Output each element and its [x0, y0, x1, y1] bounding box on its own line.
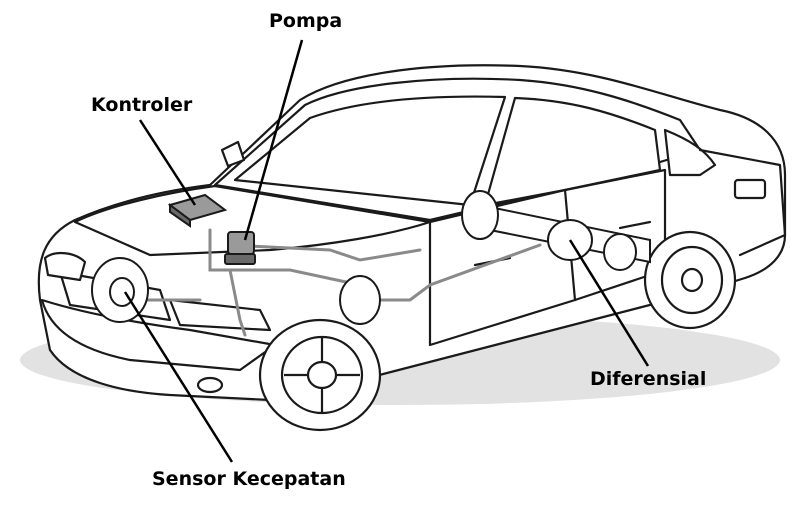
rear-wheel	[643, 230, 737, 330]
front-wheel	[258, 318, 382, 432]
label-sensor-kecepatan: Sensor Kecepatan	[152, 468, 346, 490]
car-body	[37, 64, 787, 402]
leader-pompa	[243, 39, 304, 241]
pump-module	[224, 231, 256, 265]
label-pompa: Pompa	[269, 10, 343, 32]
label-diferensial: Diferensial	[590, 368, 707, 390]
leader-kontroler	[138, 119, 197, 206]
controller-module	[167, 193, 228, 228]
differential-assembly	[461, 190, 651, 271]
leader-lines	[123, 39, 650, 463]
leader-sensor	[123, 291, 234, 463]
leader-diferensial	[568, 239, 650, 367]
label-kontroler: Kontroler	[91, 94, 193, 116]
